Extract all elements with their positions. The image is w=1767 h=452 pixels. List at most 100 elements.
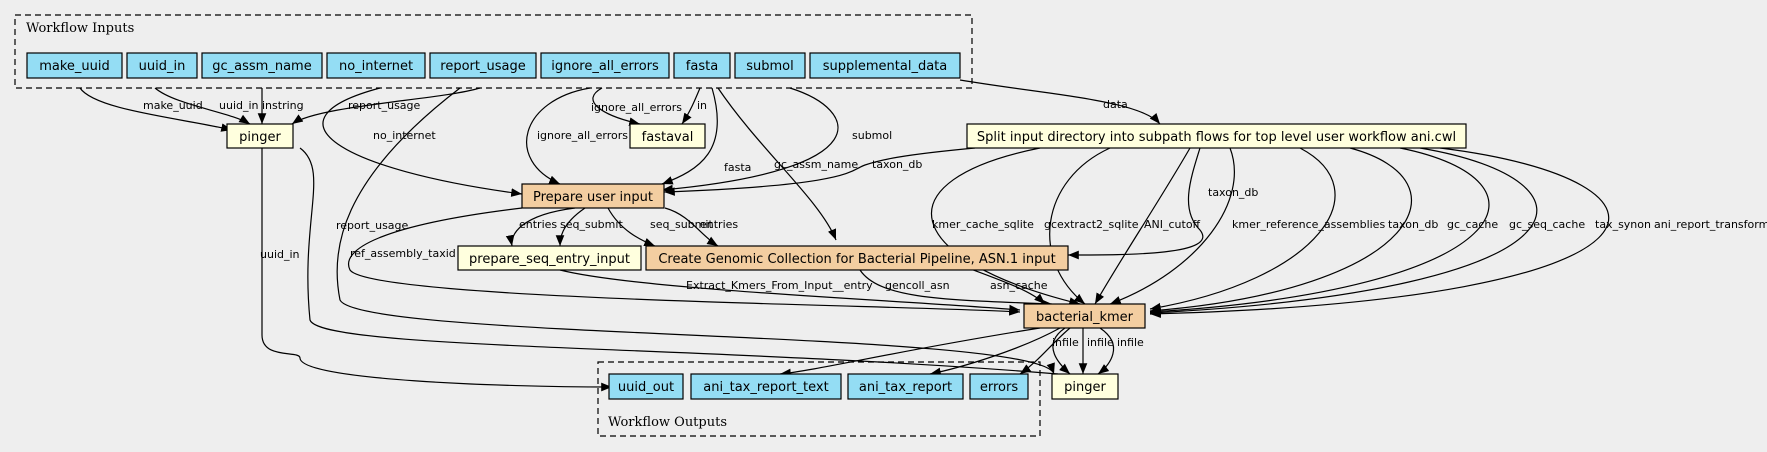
edge-taxon-db-prep: taxon_db	[663, 147, 976, 196]
node-create-genomic-label: Create Genomic Collection for Bacterial …	[658, 252, 1055, 267]
edge-kmer-errors	[1019, 327, 1071, 375]
node-bacterial-kmer-label: bacterial_kmer	[1036, 310, 1134, 325]
edge-infile-2: infile	[1078, 328, 1114, 374]
edge-label-report-usage-pinger: report_usage	[348, 99, 421, 112]
node-submol[interactable]: submol	[734, 52, 806, 79]
edges: make_uuid uuid_in instring report_usage …	[79, 79, 1767, 392]
cluster-workflow-inputs: Workflow Inputs	[14, 14, 973, 89]
edge-label-fasta: fasta	[724, 161, 751, 174]
edge-kmer-ani-tax-report-text	[779, 327, 1041, 378]
node-report-usage[interactable]: report_usage	[429, 52, 537, 79]
node-prepare-user-input[interactable]: Prepare user input	[521, 183, 665, 209]
node-ani-tax-report[interactable]: ani_tax_report	[847, 373, 964, 400]
edge-fasta: fasta	[661, 87, 751, 185]
node-uuid-in[interactable]: uuid_in	[126, 52, 198, 79]
edge-label-make-uuid: make_uuid	[143, 99, 203, 112]
edge-label-ref-assembly-taxid: ref_assembly_taxid	[350, 247, 456, 260]
edge-asn-cache: asn_cache	[959, 264, 1048, 305]
edge-make-uuid: make_uuid	[79, 87, 233, 132]
edge-kmer-cache-sqlite: kmer_cache_sqlite	[931, 147, 1081, 306]
edge-label-ignore-errors-fastaval: ignore_all_errors	[591, 101, 682, 114]
edge-label-submol: submol	[852, 129, 892, 142]
node-prepare-seq-entry-input[interactable]: prepare_seq_entry_input	[457, 245, 642, 271]
cluster-outputs-label: Workflow Outputs	[608, 415, 727, 430]
node-no-internet[interactable]: no_internet	[326, 52, 426, 79]
node-bacterial-kmer[interactable]: bacterial_kmer	[1023, 303, 1146, 329]
edge-label-kmer-cache-sqlite: kmer_cache_sqlite	[932, 218, 1034, 231]
edge-ani-report-transform: ani_report_transform	[1149, 147, 1767, 319]
node-uuid-out[interactable]: uuid_out	[608, 373, 684, 400]
edge-infile-1: infile	[1052, 327, 1079, 375]
node-prepare-seq-entry-input-label: prepare_seq_entry_input	[469, 252, 630, 267]
edge-ignore-errors-prep: ignore_all_errors	[526, 87, 628, 185]
edge-label-ignore-errors-prep: ignore_all_errors	[537, 129, 628, 142]
node-gc-assm-name[interactable]: gc_assm_name	[201, 52, 323, 79]
edge-entries-b: entries	[664, 207, 738, 247]
edge-gc-assm-name: gc_assm_name	[717, 87, 858, 241]
edge-label-kmer-reference-assemblies: kmer_reference_assemblies	[1232, 218, 1385, 231]
node-supplemental-data-label: supplemental_data	[823, 59, 947, 74]
node-gc-assm-name-label: gc_assm_name	[212, 59, 311, 74]
node-split[interactable]: Split input directory into subpath flows…	[966, 123, 1467, 149]
edge-label-extract-kmers: Extract_Kmers_From_Input__entry	[686, 279, 873, 292]
edge-gc-cache: gc_cache	[1149, 147, 1498, 315]
node-no-internet-label: no_internet	[339, 59, 413, 74]
node-supplemental-data[interactable]: supplemental_data	[809, 52, 961, 79]
node-errors[interactable]: errors	[969, 373, 1029, 400]
edge-extract-kmers: Extract_Kmers_From_Input__entry	[559, 269, 1021, 314]
node-pinger-top[interactable]: pinger	[226, 123, 294, 149]
edge-label-infile-2: infile	[1087, 336, 1114, 349]
edge-kmer-reference-assemblies: kmer_reference_assemblies	[1109, 147, 1385, 305]
node-fastaval[interactable]: fastaval	[629, 123, 706, 149]
cluster-workflow-outputs: Workflow Outputs	[597, 361, 1041, 437]
node-prepare-user-input-label: Prepare user input	[533, 190, 653, 205]
edge-label-taxon-db-kmer: taxon_db	[1388, 218, 1438, 231]
node-ani-tax-report-label: ani_tax_report	[859, 380, 952, 395]
node-uuid-out-label: uuid_out	[618, 380, 674, 395]
edge-gcextract2-sqlite: gcextract2_sqlite	[1044, 147, 1139, 305]
node-split-label: Split input directory into subpath flows…	[977, 130, 1456, 145]
node-submol-label: submol	[746, 59, 794, 74]
edge-label-data: data	[1103, 98, 1128, 111]
node-make-uuid-label: make_uuid	[39, 59, 110, 74]
edge-label-uuid-in: uuid_in	[219, 99, 259, 112]
edge-entries-a: entries	[505, 207, 576, 247]
edge-label-tax-synon: tax_synon	[1595, 218, 1651, 231]
edge-label-instring: instring	[262, 99, 304, 112]
node-make-uuid[interactable]: make_uuid	[26, 52, 123, 79]
edge-label-taxon-db-create: taxon_db	[1208, 186, 1258, 199]
edge-infile-3: infile	[1097, 327, 1144, 375]
edge-report-usage-pinger: report_usage	[291, 87, 481, 125]
node-fasta-label: fasta	[686, 59, 718, 74]
edge-label-gcextract2-sqlite: gcextract2_sqlite	[1044, 218, 1139, 231]
cluster-inputs-label: Workflow Inputs	[26, 21, 134, 36]
node-ani-tax-report-text[interactable]: ani_tax_report_text	[690, 373, 842, 400]
node-ignore-all-errors-label: ignore_all_errors	[551, 59, 659, 74]
node-errors-label: errors	[980, 380, 1018, 395]
edge-label-report-usage-bottom: report_usage	[336, 219, 409, 232]
edge-ref-assembly-taxid: ref_assembly_taxid	[348, 207, 1021, 316]
edge-submol: submol	[661, 87, 892, 194]
edge-label-ani-cutoff: ANI_cutoff	[1144, 218, 1201, 231]
edge-label-taxon-db-prep: taxon_db	[872, 158, 922, 171]
edge-uuid-in-bottom: uuid_in	[260, 147, 1059, 375]
edge-report-usage-bottom: report_usage	[336, 87, 1055, 375]
node-ignore-all-errors[interactable]: ignore_all_errors	[540, 52, 670, 79]
node-pinger-bottom[interactable]: pinger	[1051, 373, 1119, 400]
node-fastaval-label: fastaval	[642, 130, 694, 145]
edge-label-uuid-in-bottom: uuid_in	[260, 248, 300, 261]
edge-ani-cutoff: ANI_cutoff	[1094, 147, 1201, 305]
edge-kmer-ani-tax-report	[929, 327, 1061, 377]
edge-seq-submit-b: seq_submit	[607, 207, 713, 247]
edge-gencoll-asn: gencoll_asn	[859, 269, 1053, 308]
edge-instring: instring	[257, 88, 304, 124]
edge-label-gc-assm-name: gc_assm_name	[774, 158, 858, 171]
edge-taxon-db-create: taxon_db	[1067, 147, 1258, 260]
node-fasta[interactable]: fasta	[673, 52, 731, 79]
edge-label-entries-a: entries	[519, 218, 557, 231]
node-create-genomic[interactable]: Create Genomic Collection for Bacterial …	[645, 245, 1069, 271]
node-ani-tax-report-text-label: ani_tax_report_text	[703, 380, 828, 395]
edge-label-ani-report-transform: ani_report_transform	[1654, 218, 1767, 231]
edge-data: data	[959, 79, 1161, 125]
